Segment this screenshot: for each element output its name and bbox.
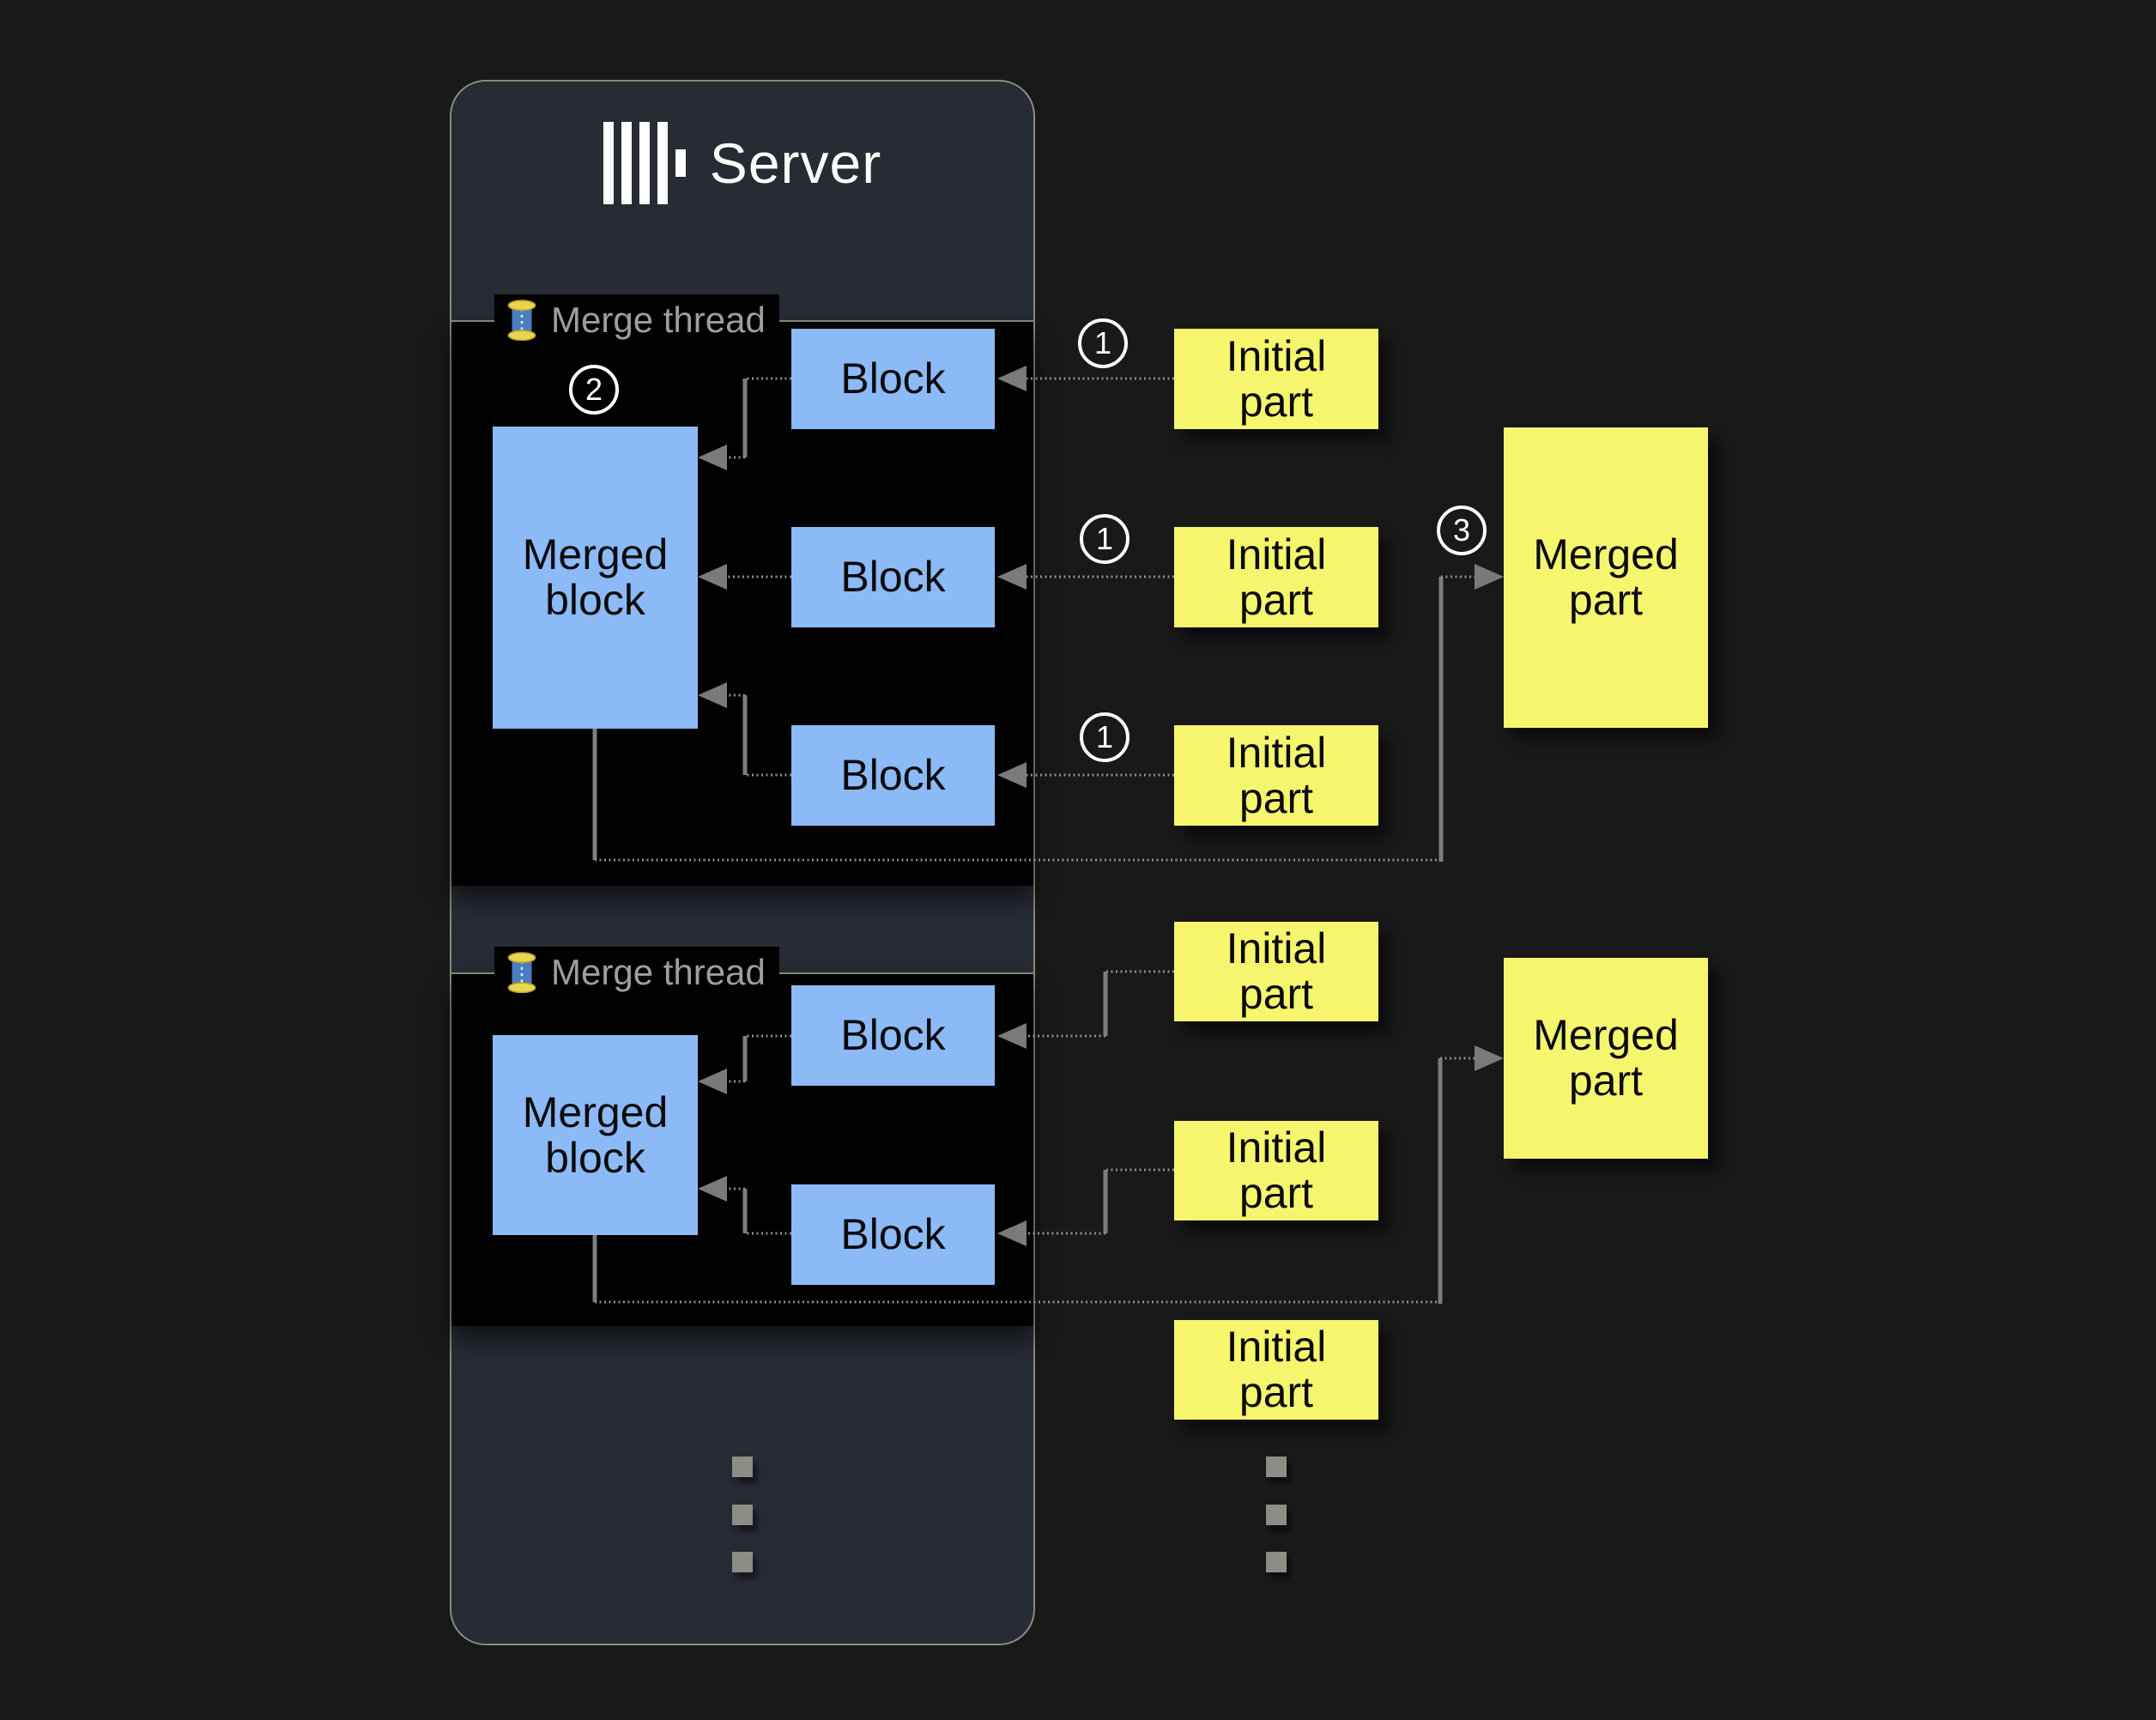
ellipsis-dot (1266, 1552, 1287, 1572)
block-2b: Block (791, 1184, 995, 1285)
initial-part-label: Initial part (1226, 1323, 1327, 1416)
step-badge-1: 1 (1080, 712, 1129, 762)
step-badge-1: 1 (1080, 514, 1129, 564)
initial-part-label: Initial part (1226, 924, 1327, 1018)
initial-part-label: Initial part (1226, 1123, 1327, 1217)
ellipsis-dot (732, 1552, 753, 1572)
initial-part-1c: Initial part (1174, 725, 1378, 826)
merged-block-1: Merged block (493, 427, 698, 729)
initial-part-label: Initial part (1226, 728, 1327, 822)
merged-part-label: Merged part (1533, 530, 1679, 624)
block-1b: Block (791, 527, 995, 627)
merge-thread-label: Merge thread (551, 300, 766, 340)
block-1a: Block (791, 329, 995, 429)
thread-spool-icon (507, 952, 536, 993)
block-label: Block (840, 354, 946, 403)
block-1c: Block (791, 725, 995, 826)
logo-bar (639, 122, 650, 204)
merged-block-2: Merged block (493, 1035, 698, 1235)
initial-part-2b: Initial part (1174, 1121, 1378, 1220)
merge-thread-label: Merge thread (551, 952, 766, 992)
merge-thread-2-legend: Merge thread (494, 947, 779, 998)
logo-bar (603, 122, 614, 204)
ellipsis-dot (1266, 1457, 1287, 1477)
ellipsis-dot (732, 1505, 753, 1525)
logo-bar (621, 122, 632, 204)
thread-spool-icon (507, 300, 536, 341)
block-label: Block (840, 1011, 946, 1059)
ellipsis-dot (732, 1457, 753, 1477)
initial-part-1a: Initial part (1174, 329, 1378, 429)
server-title: Server (709, 131, 882, 195)
block-2a: Block (791, 985, 995, 1086)
merged-block-label: Merged block (522, 530, 669, 624)
merged-part-label: Merged part (1533, 1011, 1679, 1105)
logo-bar-short (675, 149, 686, 177)
block-label: Block (840, 553, 946, 601)
initial-part-1b: Initial part (1174, 527, 1378, 627)
server-header: Server (450, 112, 1035, 215)
logo-bar (657, 122, 668, 204)
step-badge-2: 2 (569, 365, 619, 415)
block-label: Block (840, 751, 946, 799)
initial-part-label: Initial part (1226, 331, 1327, 426)
step-badge-1: 1 (1078, 318, 1128, 368)
initial-part-label: Initial part (1226, 530, 1327, 624)
initial-part-2a: Initial part (1174, 922, 1378, 1021)
merged-part-1: Merged part (1504, 427, 1708, 728)
merged-block-label: Merged block (522, 1087, 669, 1182)
initial-part-2c: Initial part (1174, 1320, 1378, 1420)
clickhouse-logo (603, 122, 686, 204)
ellipsis-dot (1266, 1505, 1287, 1525)
step-badge-3: 3 (1437, 506, 1487, 555)
merged-part-2: Merged part (1504, 958, 1708, 1159)
block-label: Block (840, 1210, 946, 1258)
merge-thread-1-legend: Merge thread (494, 294, 779, 346)
